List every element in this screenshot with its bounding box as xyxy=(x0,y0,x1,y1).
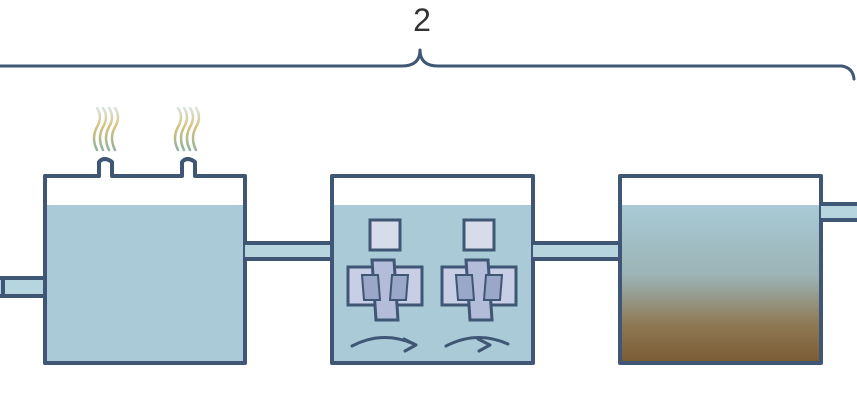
aeration-tank xyxy=(330,174,535,365)
connector-pipe-1 xyxy=(243,241,334,261)
outlet-pipe xyxy=(819,202,857,222)
inlet-pipe xyxy=(0,276,47,298)
mixer-icon xyxy=(440,218,518,353)
settling-tank xyxy=(43,106,247,365)
connector-pipe-2 xyxy=(531,241,622,261)
bracket-label: 2 xyxy=(413,2,431,38)
tank-water xyxy=(620,205,821,363)
bracket xyxy=(0,48,856,81)
sedimentation-tank xyxy=(618,174,823,365)
gas-vapor-icon xyxy=(92,106,201,152)
tank-water xyxy=(45,205,245,363)
mixer-icon xyxy=(346,218,424,353)
